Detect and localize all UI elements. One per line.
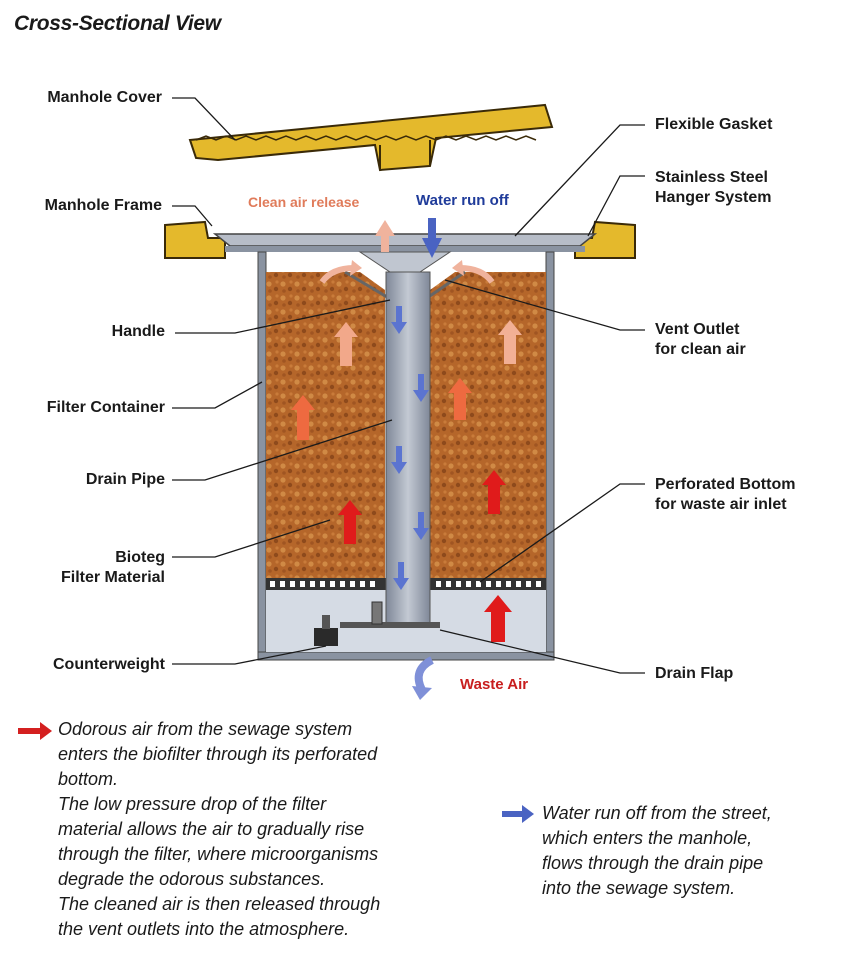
legend-water: Water run off from the street, which ent… bbox=[542, 801, 772, 901]
label-vent-outlet: Vent Outlet for clean air bbox=[655, 320, 746, 360]
label-perforated-line1: Perforated Bottom bbox=[655, 476, 796, 493]
hanger-system bbox=[212, 233, 598, 273]
leader-lines bbox=[172, 97, 645, 674]
label-drain-flap: Drain Flap bbox=[655, 665, 734, 682]
red-arrow-icon bbox=[18, 722, 52, 740]
legend-air-line: material allows the air to gradually ris… bbox=[58, 819, 365, 839]
legend-air-line: bottom. bbox=[58, 769, 119, 789]
label-clean-air-release: Clean air release bbox=[248, 194, 360, 210]
legend-water-line: flows through the drain pipe bbox=[542, 853, 764, 873]
drain-flap bbox=[340, 601, 440, 628]
legend-water-line: Water run off from the street, bbox=[542, 803, 772, 823]
legend-air-line: the vent outlets into the atmosphere. bbox=[58, 919, 350, 939]
legend-air-line: enters the biofilter through its perfora… bbox=[58, 744, 378, 764]
air-flow-arrows bbox=[291, 220, 522, 642]
label-hanger-line2: Hanger System bbox=[655, 189, 772, 206]
legend-air-line: through the filter, where microorganisms bbox=[58, 844, 379, 864]
legend-air-line: Odorous air from the sewage system bbox=[58, 719, 353, 739]
label-filter-container: Filter Container bbox=[46, 399, 165, 416]
legend-air: Odorous air from the sewage system enter… bbox=[58, 717, 380, 942]
bioteg-filter-material bbox=[266, 272, 546, 578]
label-perforated-line2: for waste air inlet bbox=[655, 496, 787, 513]
counterweight bbox=[314, 615, 338, 646]
legend-water-line: which enters the manhole, bbox=[542, 828, 753, 848]
label-manhole-frame: Manhole Frame bbox=[44, 197, 162, 214]
label-vent-line2: for clean air bbox=[655, 341, 746, 358]
blue-arrow-icon bbox=[502, 805, 534, 823]
water-flow-arrows bbox=[391, 218, 442, 700]
label-hanger-system: Stainless Steel Hanger System bbox=[655, 168, 772, 208]
label-handle: Handle bbox=[111, 323, 165, 340]
label-drain-pipe: Drain Pipe bbox=[85, 471, 165, 488]
legend-air-line: The cleaned air is then released through bbox=[58, 894, 381, 914]
label-waste-air: Waste Air bbox=[460, 676, 529, 693]
label-vent-line1: Vent Outlet bbox=[655, 321, 740, 338]
drain-pipe bbox=[385, 271, 431, 625]
page-title: Cross-Sectional View bbox=[14, 12, 221, 35]
legend-water-line: into the sewage system. bbox=[542, 878, 736, 898]
legend-air-line: degrade the odorous substances. bbox=[58, 869, 326, 889]
label-counterweight: Counterweight bbox=[53, 656, 165, 673]
label-water-run-off: Water run off bbox=[416, 192, 509, 209]
label-bioteg-line1: Bioteg bbox=[115, 549, 165, 566]
label-perforated-bottom: Perforated Bottom for waste air inlet bbox=[655, 475, 795, 515]
label-bioteg-filter-material: Bioteg Filter Material bbox=[0, 548, 165, 588]
label-bioteg-line2: Filter Material bbox=[60, 569, 165, 586]
perforated-bottom bbox=[266, 578, 546, 590]
label-manhole-cover: Manhole Cover bbox=[47, 89, 162, 106]
legend-air-line: The low pressure drop of the filter bbox=[58, 794, 327, 814]
manhole-cover bbox=[188, 103, 554, 172]
label-hanger-line1: Stainless Steel bbox=[655, 169, 768, 186]
label-flexible-gasket: Flexible Gasket bbox=[655, 116, 773, 133]
